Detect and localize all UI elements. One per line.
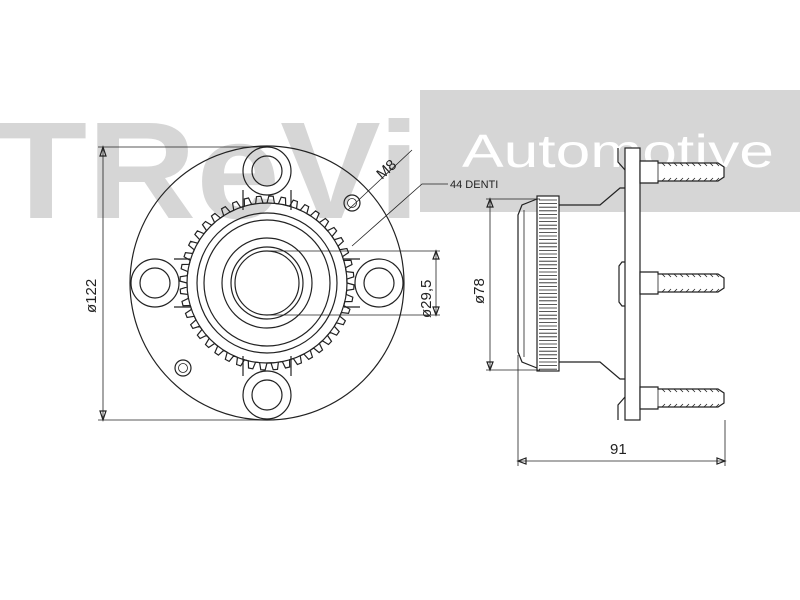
thread-hole-bottom-inner	[178, 363, 188, 373]
dim-width-line	[517, 355, 726, 466]
thread-hole-bottom	[174, 359, 192, 377]
bore	[234, 250, 300, 316]
wheel-stud	[639, 160, 725, 184]
dim-ring-line	[486, 198, 540, 371]
lug-left	[130, 258, 180, 308]
tone-ring-side	[536, 195, 560, 372]
wheel-stud	[639, 271, 725, 295]
leader-thread	[347, 149, 413, 211]
side-view: ø78 91	[471, 147, 727, 466]
dim-bore-line	[267, 250, 440, 316]
tone-ring-teeth	[539, 199, 557, 370]
hub-circle-3	[221, 237, 313, 329]
leader-teeth	[351, 183, 448, 247]
lug-right-hole	[363, 267, 395, 299]
lug-bottom-hole	[251, 379, 283, 411]
hub-body	[517, 198, 538, 369]
bore-outer	[230, 246, 304, 320]
lug-bottom	[242, 370, 292, 420]
thread-hole-top	[343, 194, 361, 212]
hub-circle-2	[203, 219, 331, 347]
watermark-brand: TReVi	[0, 94, 420, 248]
watermark-band	[420, 90, 800, 212]
teeth-label: 44 DENTI	[450, 179, 498, 191]
watermark: TReVi Automotive	[0, 90, 800, 248]
dim-width-label: 91	[610, 441, 627, 458]
flange-side	[624, 147, 641, 421]
lug-left-hole	[139, 267, 171, 299]
hub-circle-1	[196, 212, 338, 354]
lug-top-hole	[251, 155, 283, 187]
tone-ring-root	[186, 202, 348, 364]
thread-hole-top-inner	[347, 198, 357, 208]
wheel-studs	[639, 160, 725, 410]
wheel-stud	[639, 386, 725, 410]
lug-right	[354, 258, 404, 308]
front-view: ø122 ø29,5 M8 44 DENTI	[83, 145, 498, 422]
dim-flange-line	[98, 146, 268, 421]
dim-bore-label: ø29,5	[418, 280, 435, 318]
dim-ring-label: ø78	[471, 278, 488, 304]
dim-flange-label: ø122	[83, 279, 100, 313]
